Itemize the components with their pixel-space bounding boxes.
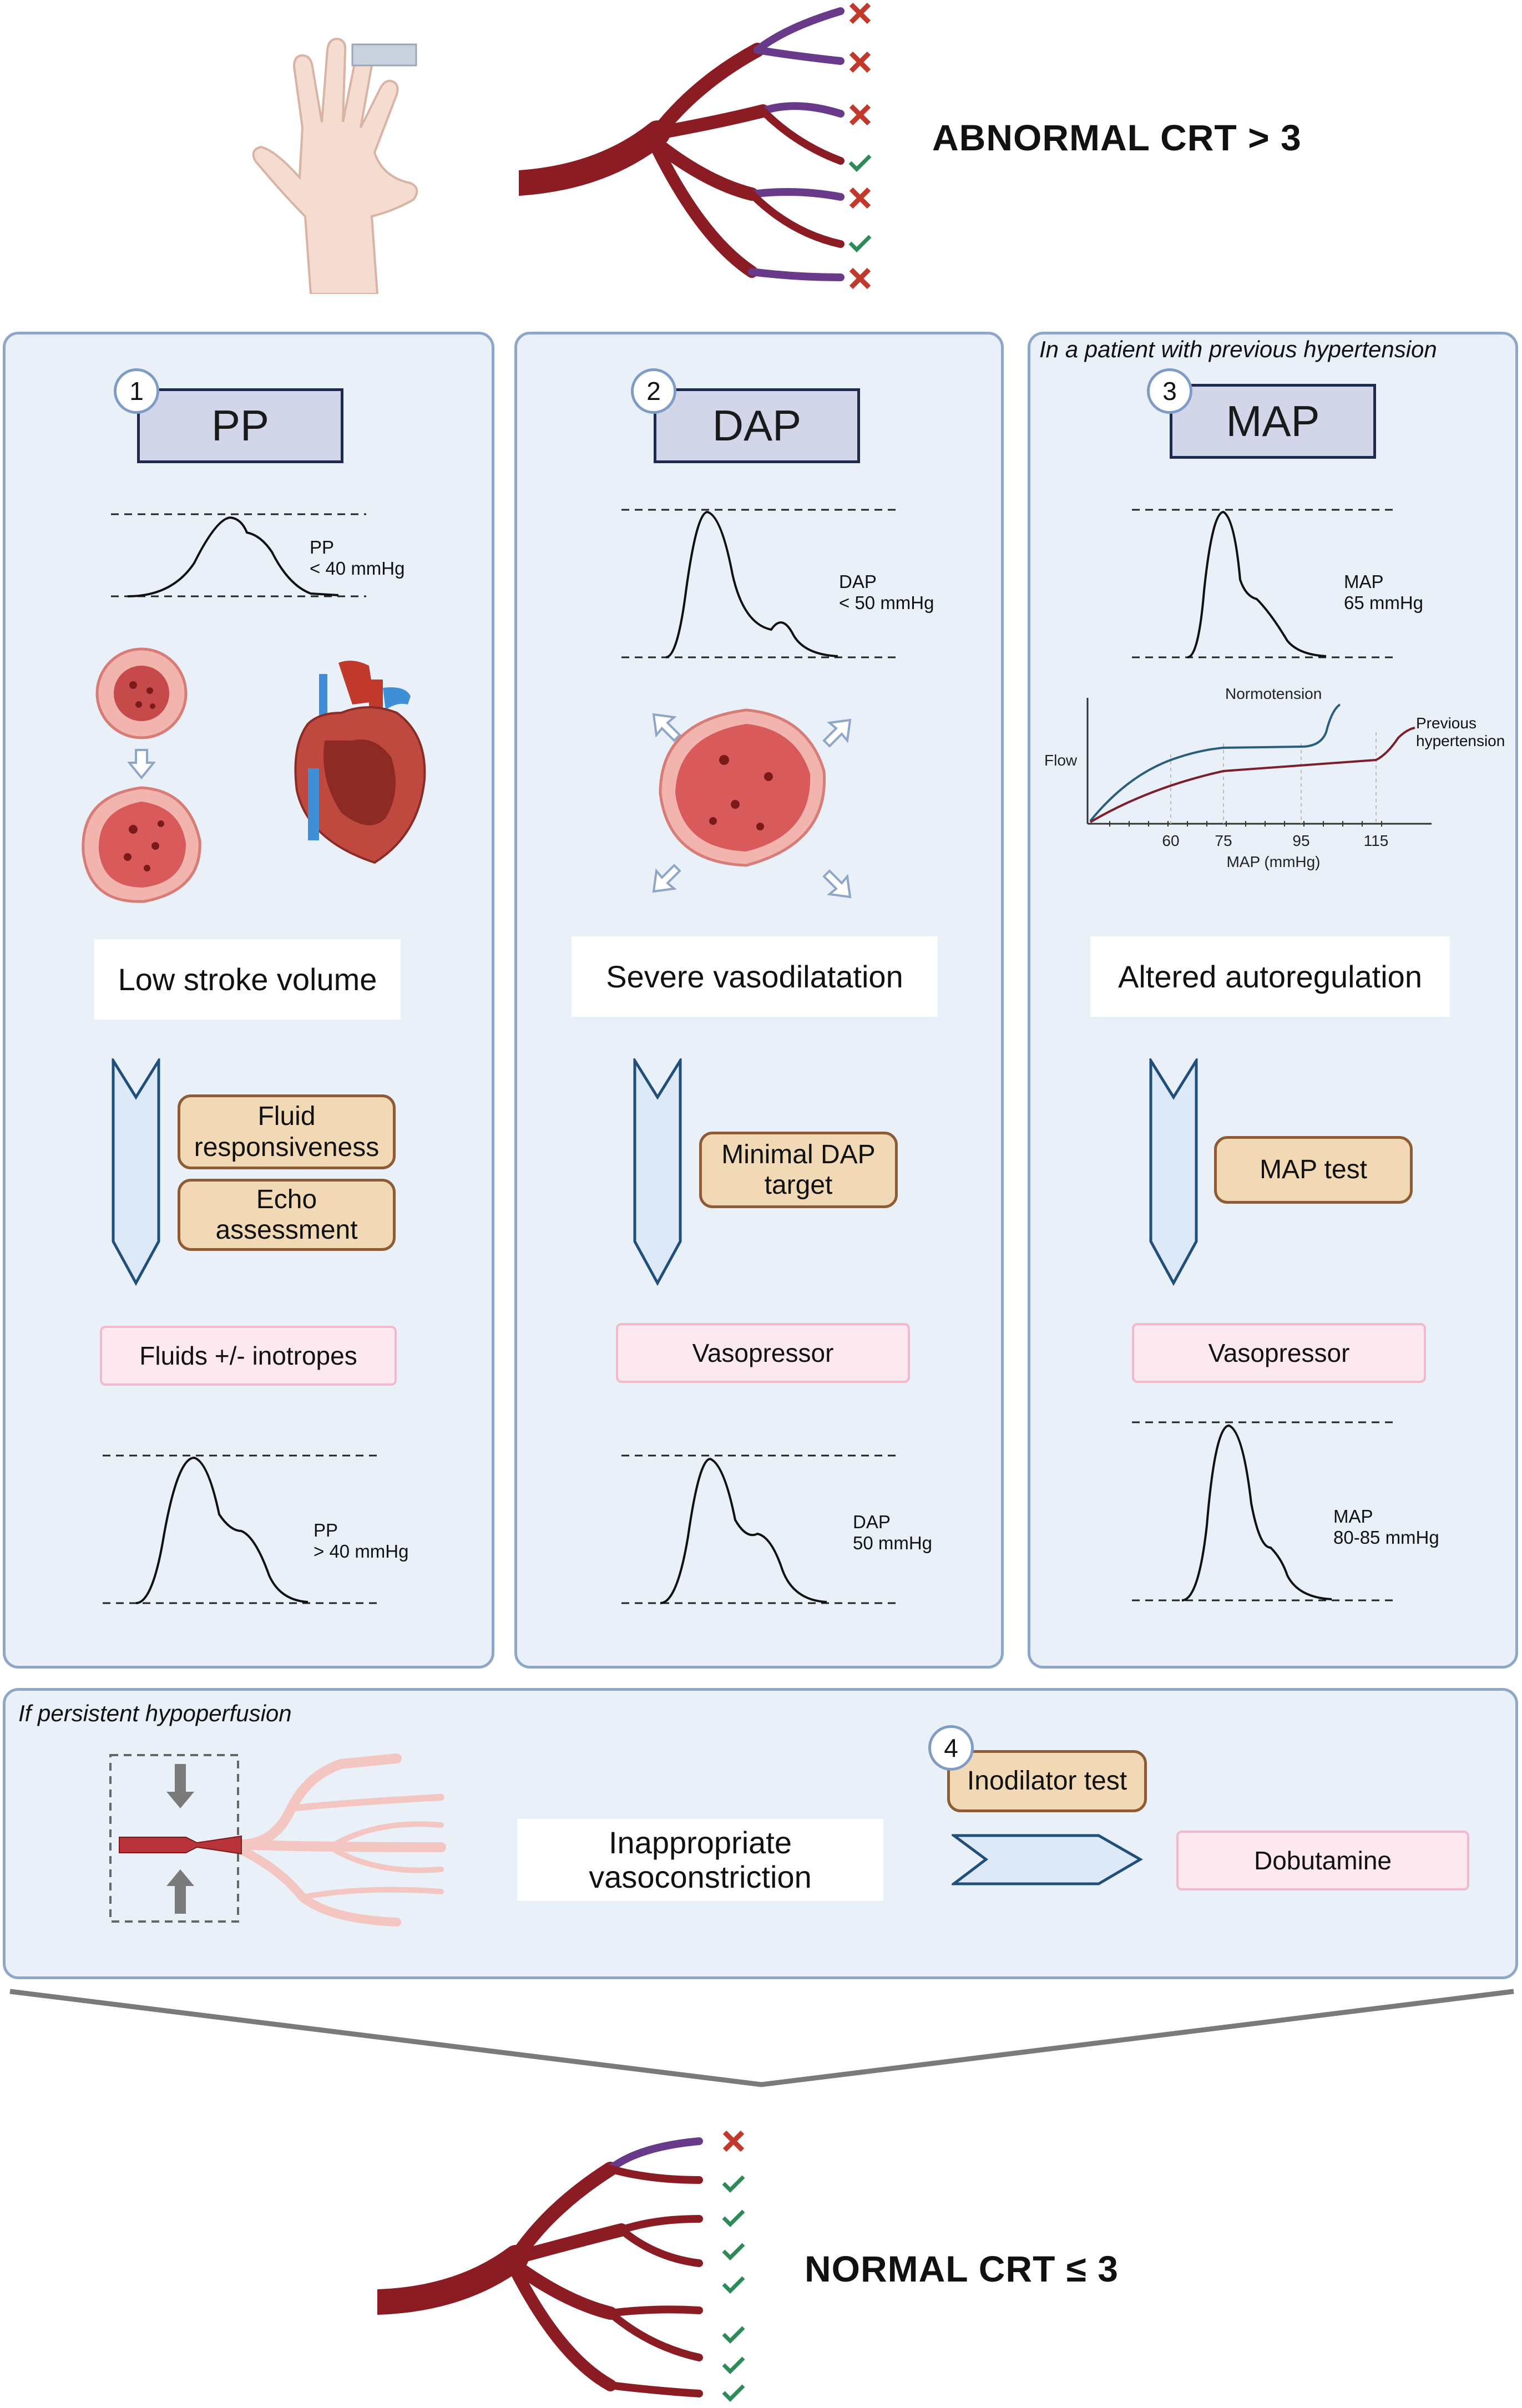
header-title: ABNORMAL CRT > 3 xyxy=(932,117,1302,158)
expand-arrow-icon xyxy=(822,869,852,899)
check-icon xyxy=(722,2384,745,2402)
step-number-2: 2 xyxy=(631,368,676,414)
heart-icon xyxy=(294,661,426,864)
check-icon xyxy=(722,2175,745,2193)
treatment-dobutamine: Dobutamine xyxy=(1176,1831,1469,1890)
expand-arrow-icon xyxy=(652,713,681,742)
map-low-label: MAP 65 mmHg xyxy=(1344,571,1424,613)
waveform-normal xyxy=(103,1454,380,1604)
waveform-low xyxy=(621,509,899,658)
panel-title-pp: PP xyxy=(137,388,343,463)
waveform-normal xyxy=(1132,1421,1398,1601)
check-icon xyxy=(722,2326,745,2344)
check-icon xyxy=(848,235,872,252)
y-axis-label: Flow xyxy=(1044,752,1078,769)
treatment-vasopressor-map: Vasopressor xyxy=(1132,1323,1426,1383)
expand-arrow-icon xyxy=(822,718,852,748)
right-arrow-icon xyxy=(952,1834,1143,1885)
expand-arrow-icon xyxy=(652,864,681,893)
mechanism-severe-vasodilatation: Severe vasodilatation xyxy=(572,936,938,1017)
bottom-note: If persistent hypoperfusion xyxy=(18,1700,292,1726)
test-minimal-dap-target: Minimal DAP target xyxy=(699,1132,898,1208)
mechanism-low-stroke-volume: Low stroke volume xyxy=(94,939,401,1020)
cell-icon xyxy=(659,708,826,867)
funnel-lines xyxy=(9,1989,1514,2087)
tick-label: 75 xyxy=(1215,832,1232,849)
check-icon xyxy=(848,154,872,172)
pp-low-label: PP < 40 mmHg xyxy=(310,537,405,579)
constricted-vessel-icon xyxy=(109,1753,446,1927)
mechanism-inappropriate-vasoconstriction: Inappropriate vasoconstriction xyxy=(517,1819,883,1901)
cross-icon xyxy=(722,2130,745,2152)
cross-icon xyxy=(849,104,871,126)
cross-icon xyxy=(849,2,871,24)
dap-low-label: DAP < 50 mmHg xyxy=(839,571,934,613)
panel-title-map: MAP xyxy=(1170,384,1376,459)
vessel-tree-icon xyxy=(377,2137,703,2397)
panel-title-dap: DAP xyxy=(654,388,860,463)
step-number-3: 3 xyxy=(1147,368,1192,414)
cross-icon xyxy=(849,51,871,73)
tick-label: 60 xyxy=(1162,832,1179,849)
cell-icon xyxy=(82,786,201,903)
treatment-fluids-inotropes: Fluids +/- inotropes xyxy=(100,1326,397,1386)
hand-icon xyxy=(252,37,418,294)
test-fluid-responsiveness: Fluid responsiveness xyxy=(178,1094,396,1169)
x-axis-label: MAP (mmHg) xyxy=(1226,853,1320,870)
test-map-test: MAP test xyxy=(1214,1136,1413,1204)
test-inodilator: Inodilator test xyxy=(947,1750,1147,1812)
cross-icon xyxy=(849,267,871,290)
step-number-4: 4 xyxy=(928,1725,974,1771)
waveform-low xyxy=(1132,509,1398,658)
check-icon xyxy=(722,2209,745,2227)
cross-icon xyxy=(849,187,871,209)
mechanism-altered-autoregulation: Altered autoregulation xyxy=(1090,936,1450,1017)
waveform-normal xyxy=(621,1454,899,1604)
down-arrow-icon xyxy=(128,749,155,779)
panel-note-hypertension: In a patient with previous hypertension xyxy=(1039,336,1437,362)
cell-icon xyxy=(95,647,188,739)
vessel-tree-icon xyxy=(519,7,845,281)
test-echo-assessment: Echo assessment xyxy=(178,1179,396,1251)
series-label-previous-hypertension: Previous hypertension xyxy=(1416,714,1505,750)
series-label-normotension: Normotension xyxy=(1225,685,1322,702)
check-icon xyxy=(722,2243,745,2260)
map-normal-label: MAP 80-85 mmHg xyxy=(1333,1506,1439,1548)
down-arrow-icon xyxy=(112,1058,160,1286)
treatment-vasopressor-dap: Vasopressor xyxy=(616,1323,910,1383)
normotension-curve xyxy=(1089,703,1341,822)
down-arrow-icon xyxy=(633,1058,682,1286)
waveform-low xyxy=(111,513,366,597)
autoregulation-chart: Flow 60 75 95 115 MAP (mmHg) Normotensio… xyxy=(1044,685,1432,870)
dap-normal-label: DAP 50 mmHg xyxy=(853,1512,933,1553)
tick-label: 95 xyxy=(1292,832,1309,849)
pp-normal-label: PP > 40 mmHg xyxy=(313,1520,409,1562)
check-icon xyxy=(722,2276,745,2294)
footer-title: NORMAL CRT ≤ 3 xyxy=(805,2248,1119,2289)
tick-label: 115 xyxy=(1364,832,1389,849)
step-number-1: 1 xyxy=(114,368,159,414)
previous-hypertension-curve xyxy=(1089,727,1415,823)
down-arrow-icon xyxy=(1149,1058,1198,1286)
check-icon xyxy=(722,2356,745,2374)
